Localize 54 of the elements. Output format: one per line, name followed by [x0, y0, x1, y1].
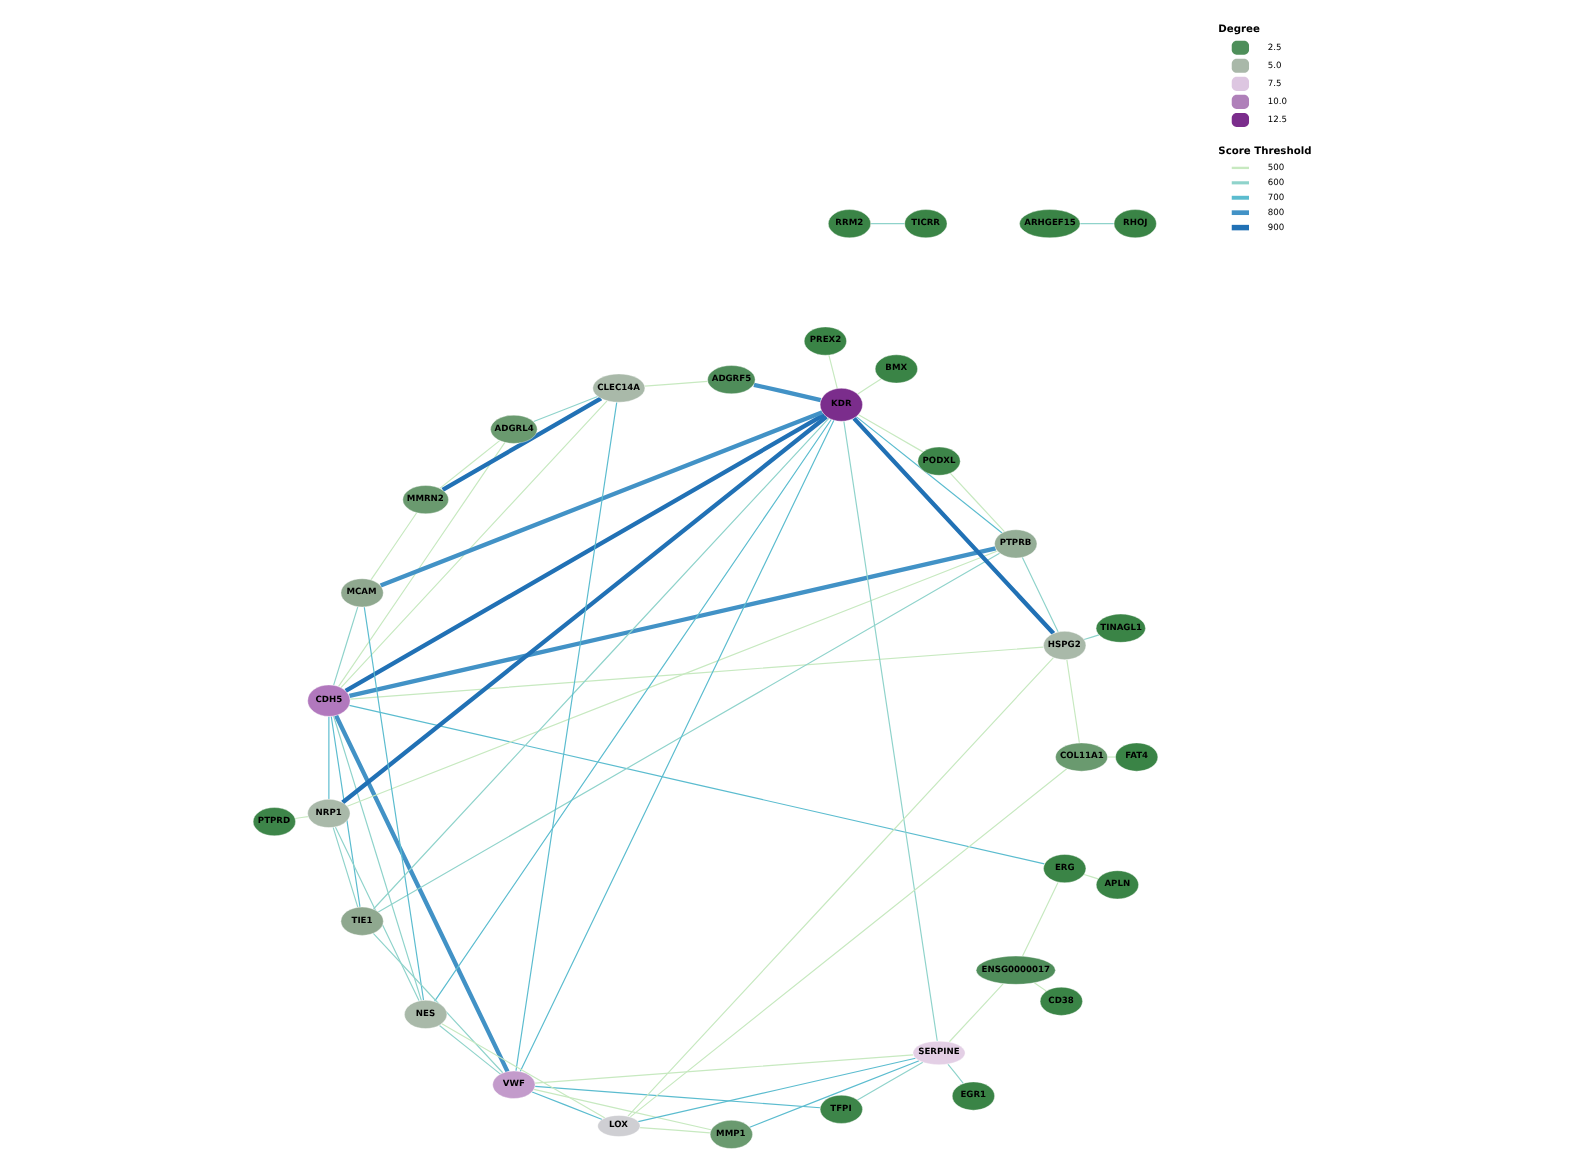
connector — [949, 472, 1006, 533]
connector — [349, 646, 1044, 700]
connector — [328, 715, 330, 800]
connector — [637, 1057, 917, 1123]
connector — [531, 1091, 603, 1121]
connector — [332, 826, 359, 908]
connector — [372, 417, 830, 910]
connector — [856, 1061, 924, 1101]
connector — [639, 1127, 711, 1134]
connector — [346, 550, 998, 807]
connector — [948, 983, 1004, 1043]
connector — [1033, 982, 1048, 992]
connector — [334, 826, 420, 1002]
connector — [533, 1088, 712, 1131]
connector — [1079, 223, 1115, 225]
connector — [441, 396, 603, 492]
connector — [858, 414, 924, 453]
connector — [828, 354, 838, 389]
connector — [855, 416, 1003, 534]
connector — [1107, 756, 1116, 758]
connector — [843, 420, 938, 1042]
connector — [333, 715, 422, 1002]
connector — [515, 401, 618, 1072]
connector — [629, 768, 1068, 1118]
connector — [370, 512, 418, 581]
connector — [363, 606, 425, 1001]
connector — [348, 546, 997, 699]
connector — [330, 715, 361, 908]
connector — [433, 418, 832, 1003]
connector — [1066, 659, 1080, 744]
connector — [1021, 556, 1059, 633]
connector — [348, 704, 1045, 865]
connector — [534, 1085, 821, 1109]
connector — [441, 1023, 606, 1119]
connector — [644, 380, 709, 387]
connector — [377, 552, 1001, 913]
connector — [852, 416, 1056, 635]
connector — [1083, 873, 1099, 880]
connector — [870, 223, 906, 225]
connector — [439, 440, 501, 489]
connector — [749, 1060, 920, 1128]
connector — [333, 606, 359, 686]
connector — [857, 378, 882, 395]
connector — [294, 816, 309, 820]
connector — [372, 932, 504, 1074]
connector — [1022, 881, 1059, 957]
connector — [334, 714, 510, 1073]
connector — [519, 419, 835, 1073]
connector — [533, 395, 599, 423]
connector — [947, 1063, 964, 1084]
connector — [1083, 634, 1100, 641]
connector — [438, 1024, 502, 1075]
connector — [534, 1054, 914, 1084]
connector — [753, 382, 822, 403]
